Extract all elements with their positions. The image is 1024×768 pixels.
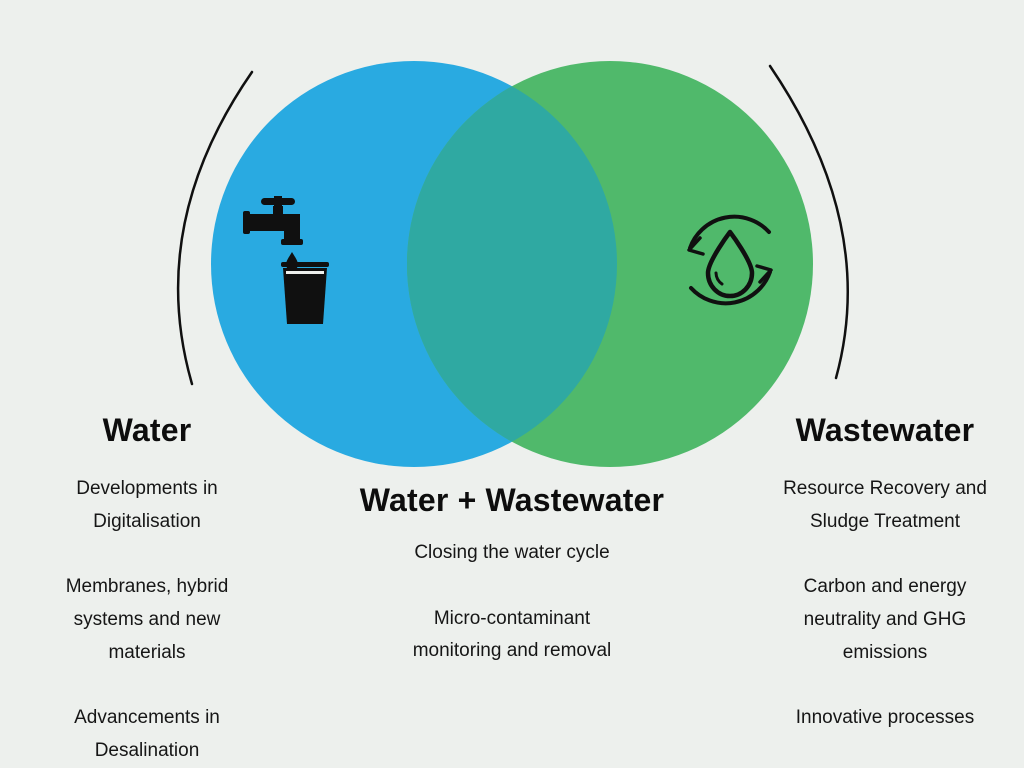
water-item: Developments in Digitalisation: [76, 478, 218, 532]
left-bracket-arc: [176, 70, 254, 386]
water-item: Membranes, hybrid systems and new materi…: [65, 576, 229, 663]
water-wastewater-item: Micro-contaminant monitoring and removal: [412, 607, 612, 662]
water-column: Water Developments in Digitalisation Mem…: [42, 412, 252, 768]
wastewater-item: Carbon and energy neutrality and GHG emi…: [803, 576, 967, 663]
water-wastewater-column: Water + Wastewater Closing the water cyc…: [347, 482, 677, 668]
wastewater-column: Wastewater Resource Recovery and Sludge …: [763, 412, 1007, 735]
overlap-lens: [407, 61, 617, 467]
wastewater-item: Resource Recovery and Sludge Treatment: [783, 478, 987, 532]
water-title: Water: [102, 412, 192, 448]
water-wastewater-title: Water + Wastewater: [359, 482, 665, 518]
wastewater-item: Innovative processes: [795, 707, 975, 729]
faucet-glass-icon: [243, 196, 329, 324]
water-wastewater-item: Closing the water cycle: [414, 542, 610, 563]
wastewater-title: Wastewater: [795, 412, 975, 448]
water-item: Advancements in Desalination: [74, 707, 220, 762]
water-recycle-icon: [687, 214, 773, 306]
right-bracket-arc: [768, 64, 849, 380]
